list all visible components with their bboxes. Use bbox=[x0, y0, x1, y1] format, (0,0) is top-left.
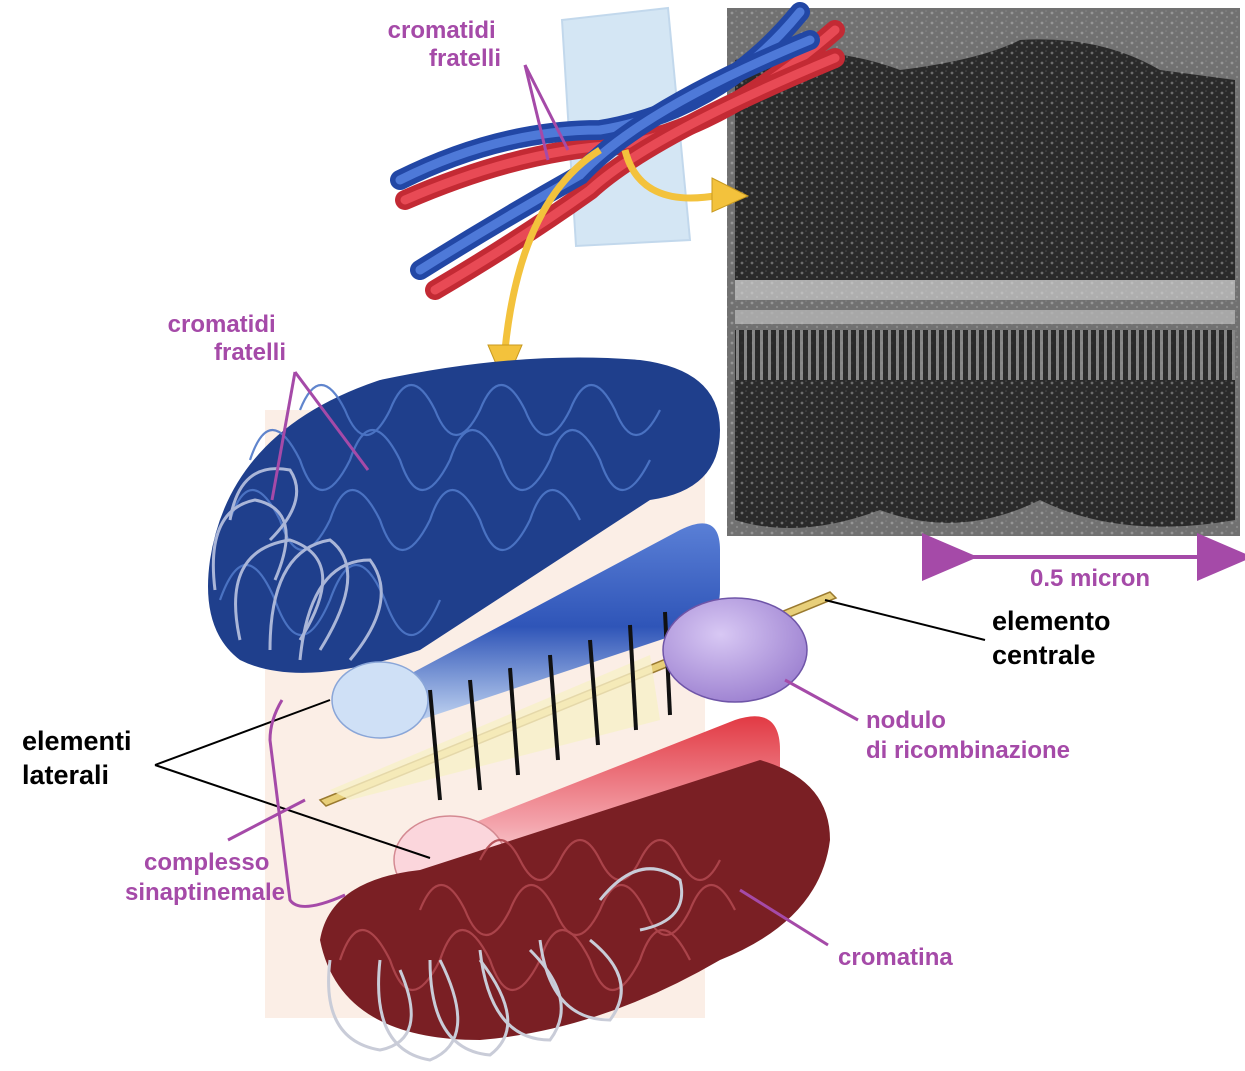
electron-micrograph bbox=[727, 8, 1240, 536]
label-line: elemento bbox=[992, 606, 1111, 636]
label-line: fratelli bbox=[214, 339, 286, 366]
label-sister-chromatids-top: cromatidi fratelli bbox=[388, 17, 503, 72]
label-synaptonemal-complex: complesso sinaptinemale bbox=[125, 849, 285, 906]
label-recombination-nodule: nodulo di ricombinazione bbox=[866, 707, 1070, 764]
recombination-nodule bbox=[663, 598, 807, 702]
label-lateral-elements: elementi laterali bbox=[22, 726, 139, 790]
label-line: di ricombinazione bbox=[866, 737, 1070, 764]
label-chromatin: cromatina bbox=[838, 944, 953, 971]
label-line: cromatidi bbox=[168, 311, 276, 338]
label-line: fratelli bbox=[429, 45, 501, 72]
label-line: elementi bbox=[22, 726, 132, 756]
label-line: cromatidi bbox=[388, 17, 496, 44]
label-line: sinaptinemale bbox=[125, 879, 285, 906]
label-sister-chromatids-mid: cromatidi fratelli bbox=[168, 311, 286, 366]
scale-label: 0.5 micron bbox=[1030, 565, 1150, 592]
label-central-element: elemento centrale bbox=[992, 606, 1118, 670]
label-line: laterali bbox=[22, 760, 109, 790]
label-line: complesso bbox=[144, 849, 269, 876]
label-line: centrale bbox=[992, 640, 1096, 670]
label-line: nodulo bbox=[866, 707, 946, 734]
